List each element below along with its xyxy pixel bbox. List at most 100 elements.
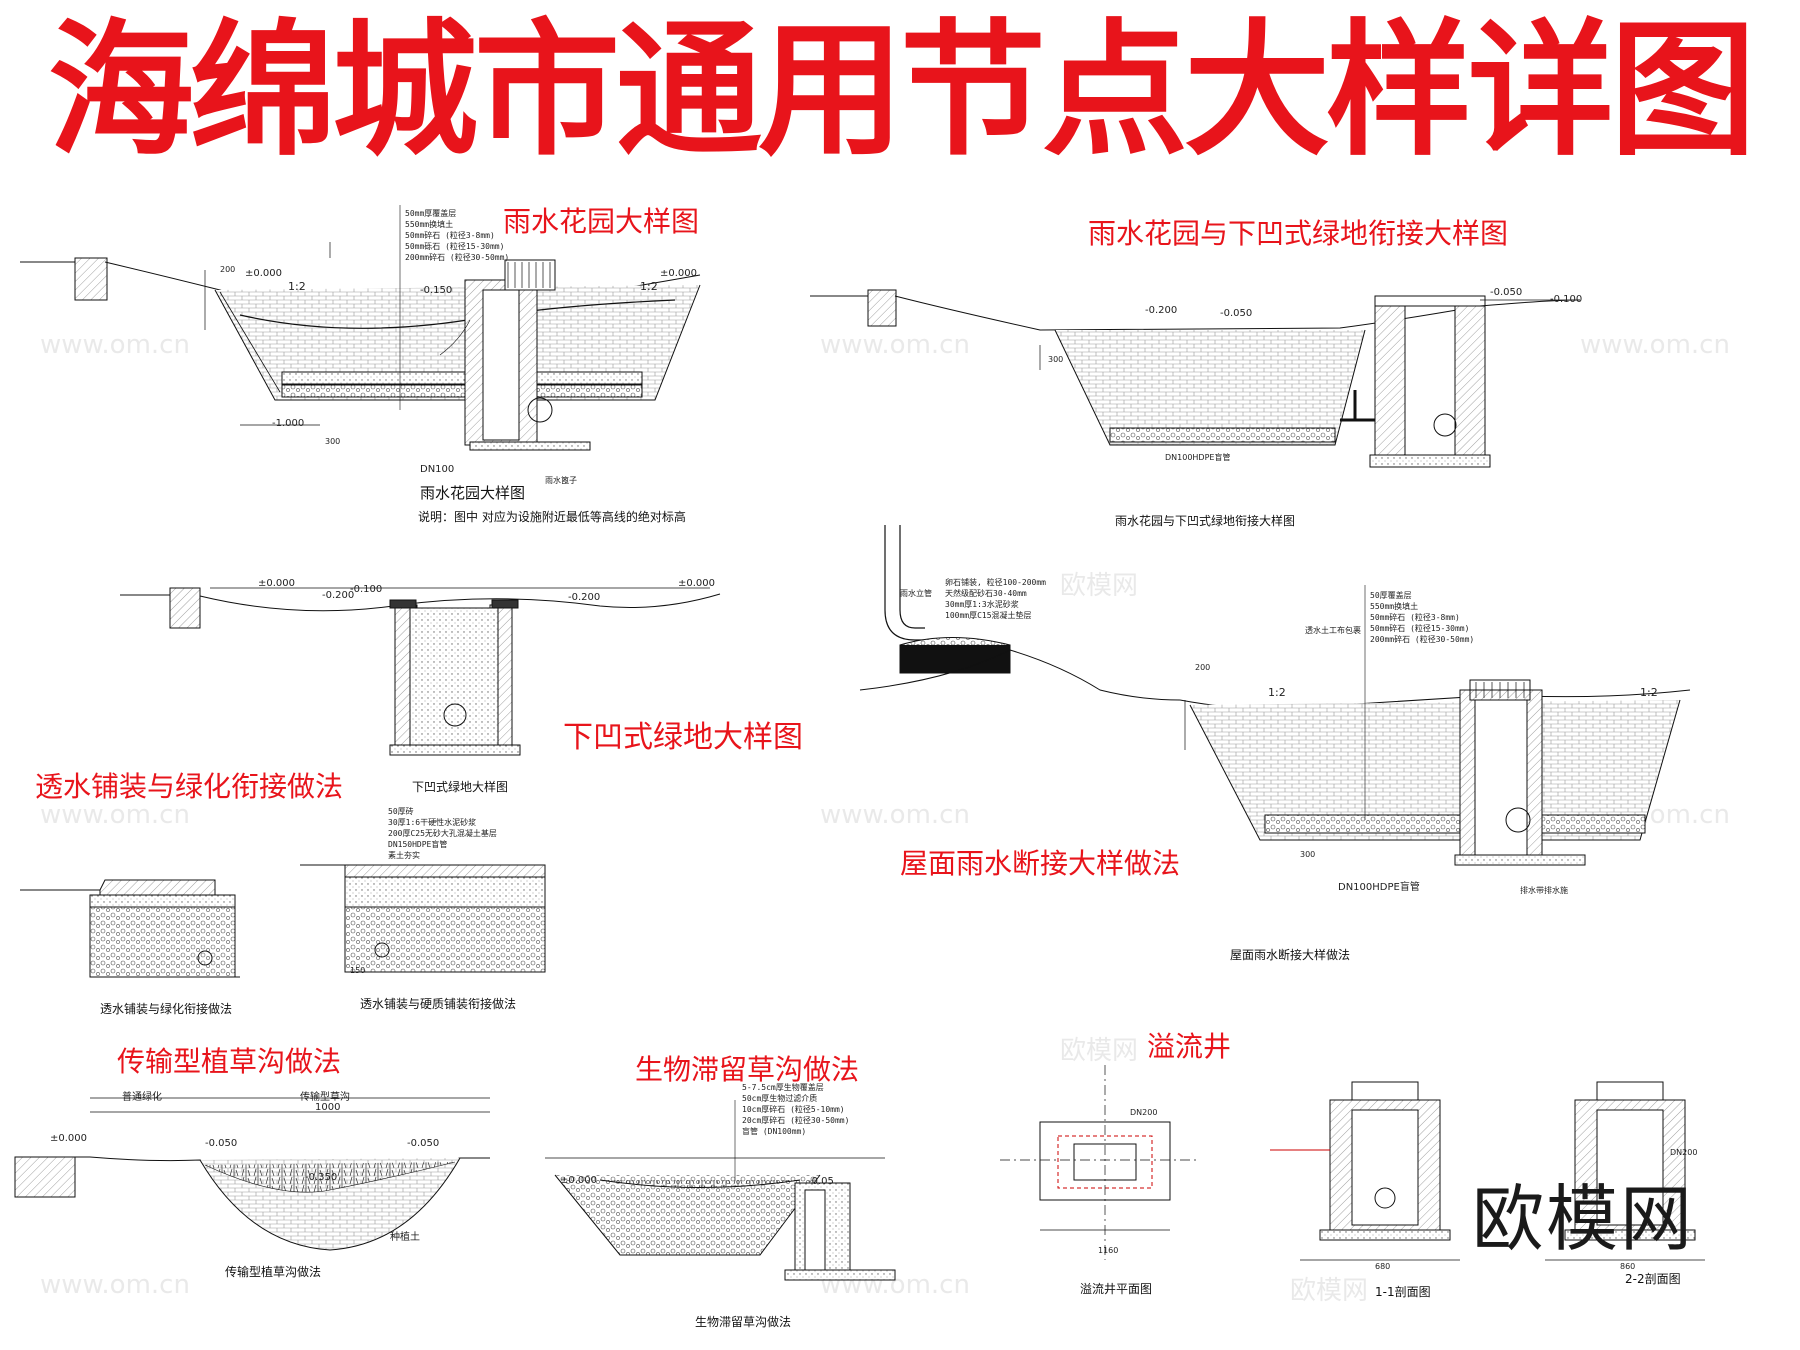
bio-swale-detail <box>545 1100 896 1281</box>
caption-roof: 屋面雨水断接大样做法 <box>1230 948 1351 962</box>
label-slope: 1:2 <box>640 280 658 293</box>
caption-sunken-green: 下凹式绿地大样图 <box>412 780 509 794</box>
layer-label: 50厚砖 <box>388 807 414 816</box>
elevation: -0.050 <box>1490 287 1523 298</box>
label-swale-1000: 1000 <box>315 1102 341 1113</box>
elevation: ±0.000 <box>560 1175 598 1186</box>
dimension: 300 <box>325 437 341 446</box>
layer-label: 30mm厚1:3水泥砂浆 <box>945 600 1019 609</box>
heading-rain-garden: 雨水花园大样图 <box>503 205 700 238</box>
sunken-green-detail <box>120 587 721 756</box>
heading-permeable-paving: 透水铺装与绿化衔接做法 <box>35 770 344 803</box>
watermark: www.om.cn <box>40 800 190 830</box>
layer-label: 盲管 (DN100mm) <box>742 1127 807 1136</box>
heading-sunken-green: 下凹式绿地大样图 <box>563 720 803 755</box>
layer-label: 天然级配砂石30-40mm <box>945 589 1027 598</box>
layer-label: 50mm碎石 (粒径3-8mm) <box>405 231 495 240</box>
elevation: ±0.000 <box>678 578 716 589</box>
label-pipe: DN100HDPE盲管 <box>1165 453 1231 462</box>
label-slope: 1:2 <box>1268 686 1286 699</box>
caption-rain-garden-note: 说明：图中 对应为设施附近最低等高线的绝对标高 <box>418 510 686 524</box>
layer-label: 550mm换填土 <box>1370 602 1419 611</box>
layer-label: 50mm碎石 (粒径15-30mm) <box>1370 624 1470 633</box>
layer-label: 50mm砾石 (粒径15-30mm) <box>405 242 505 251</box>
dimension: 300 <box>1300 850 1316 859</box>
caption-rain-garden: 雨水花园大样图 <box>420 484 526 502</box>
layer-label: 50cm厚生物过滤介质 <box>742 1094 818 1103</box>
layers-roof: 50厚覆盖层 550mm换填土 50mm碎石 (粒径3-8mm) 50mm碎石 … <box>1370 590 1474 645</box>
roof-disconnect-detail <box>859 525 1691 866</box>
label-pipe: DN100 <box>420 464 455 475</box>
layer-label: 550mm换填土 <box>405 220 454 229</box>
label-slope: 1:2 <box>1640 686 1658 699</box>
permeable-paving-detail <box>20 864 546 978</box>
elevation: -1.000 <box>272 418 305 429</box>
caption-swale: 传输型植草沟做法 <box>225 1265 322 1279</box>
watermark: www.om.cn <box>820 800 970 830</box>
label-grate: 雨水篦子 <box>545 476 577 485</box>
page-title: 海绵城市通用节点大样详图 <box>48 6 1756 176</box>
elevation: ±0.000 <box>50 1133 88 1144</box>
label-dn200: DN200 <box>1670 1148 1698 1157</box>
layer-label: 50mm厚覆盖层 <box>405 209 457 218</box>
dimension: 300 <box>1048 355 1064 364</box>
layers-rain-garden: 50mm厚覆盖层 550mm换填土 50mm碎石 (粒径3-8mm) 50mm砾… <box>405 208 509 263</box>
label-slope: 1:2 <box>288 280 306 293</box>
caption-paving-b: 透水铺装与硬质铺装衔接做法 <box>360 997 517 1011</box>
dimension: 860 <box>1620 1262 1636 1271</box>
caption-well-plan: 溢流井平面图 <box>1080 1282 1153 1296</box>
layer-label: 200厚C25无砂大孔混凝土基层 <box>388 829 497 838</box>
layer-label: 30厚1:6干硬性水泥砂浆 <box>388 818 477 827</box>
dimension: 1160 <box>1098 1246 1119 1255</box>
layer-label: 50厚覆盖层 <box>1370 591 1412 600</box>
caption-paving-a: 透水铺装与绿化衔接做法 <box>100 1002 233 1016</box>
layers-roof-splash: 卵石铺装, 粒径100-200mm 天然级配砂石30-40mm 30mm厚1:3… <box>945 577 1046 621</box>
caption-rain-garden-link: 雨水花园与下凹式绿地衔接大样图 <box>1115 514 1296 528</box>
heading-conveyance-swale: 传输型植草沟做法 <box>117 1045 342 1078</box>
heading-bio-swale: 生物滞留草沟做法 <box>635 1053 860 1086</box>
layer-label: 50mm碎石 (粒径3-8mm) <box>1370 613 1460 622</box>
elevation: -0.200 <box>1145 305 1178 316</box>
brand-logo: 欧模网 <box>1472 1177 1695 1261</box>
dimension: 680 <box>1375 1262 1391 1271</box>
watermark: 欧模网 <box>1060 1036 1139 1066</box>
watermark: www.om.cn <box>40 1270 190 1300</box>
elevation: -0.100 <box>1550 294 1583 305</box>
layer-label: 20cm厚碎石 (粒径30-50mm) <box>742 1116 850 1125</box>
dimension: 200 <box>220 265 236 274</box>
elevation: -0.050 <box>205 1138 238 1149</box>
layers-paving: 50厚砖 30厚1:6干硬性水泥砂浆 200厚C25无砂大孔混凝土基层 DN15… <box>388 806 497 861</box>
rain-garden-link-detail <box>810 289 1581 468</box>
label-membrane: 透水土工布包裹 <box>1305 626 1361 635</box>
layer-label: DN150HDPE盲管 <box>388 840 448 849</box>
rain-garden-detail <box>20 205 701 451</box>
watermark: www.om.cn <box>40 330 190 360</box>
heading-overflow-well: 溢流井 <box>1147 1030 1232 1063</box>
caption-section-2-2: 2-2剖面图 <box>1625 1272 1681 1286</box>
label-drain: 排水带排水施 <box>1520 886 1568 895</box>
overflow-well-detail <box>1000 1065 1705 1261</box>
layer-label: 10cm厚碎石 (粒径5-10mm) <box>742 1105 845 1114</box>
elevation: ±0.000 <box>245 268 283 279</box>
label-pipe: DN100HDPE盲管 <box>1338 882 1420 893</box>
watermark: 欧模网 <box>1060 571 1139 601</box>
elevation: -0.200 <box>568 592 601 603</box>
heading-rain-garden-link: 雨水花园与下凹式绿地衔接大样图 <box>1088 217 1509 250</box>
layer-label: 100mm厚C15混凝土垫层 <box>945 611 1032 620</box>
caption-bio: 生物滞留草沟做法 <box>695 1315 792 1329</box>
watermark: www.om.cn <box>1580 330 1730 360</box>
elevation: -0.150 <box>420 285 453 296</box>
elevation: ±0.000 <box>660 268 698 279</box>
layer-label: 200mm碎石 (粒径30-50mm) <box>1370 635 1475 644</box>
heading-roof-disconnect: 屋面雨水断接大样做法 <box>900 847 1181 880</box>
layer-label: 200mm碎石 (粒径30-50mm) <box>405 253 510 262</box>
elevation: -0.100 <box>350 584 383 595</box>
conveyance-swale-detail <box>14 1097 490 1251</box>
elevation: -0.050 <box>1220 308 1253 319</box>
layer-label: 素土夯实 <box>388 851 420 860</box>
label-swale-b: 传输型草沟 <box>300 1092 350 1103</box>
layer-label: 卵石铺装, 粒径100-200mm <box>945 578 1046 587</box>
elevation: -0.200 <box>322 590 355 601</box>
